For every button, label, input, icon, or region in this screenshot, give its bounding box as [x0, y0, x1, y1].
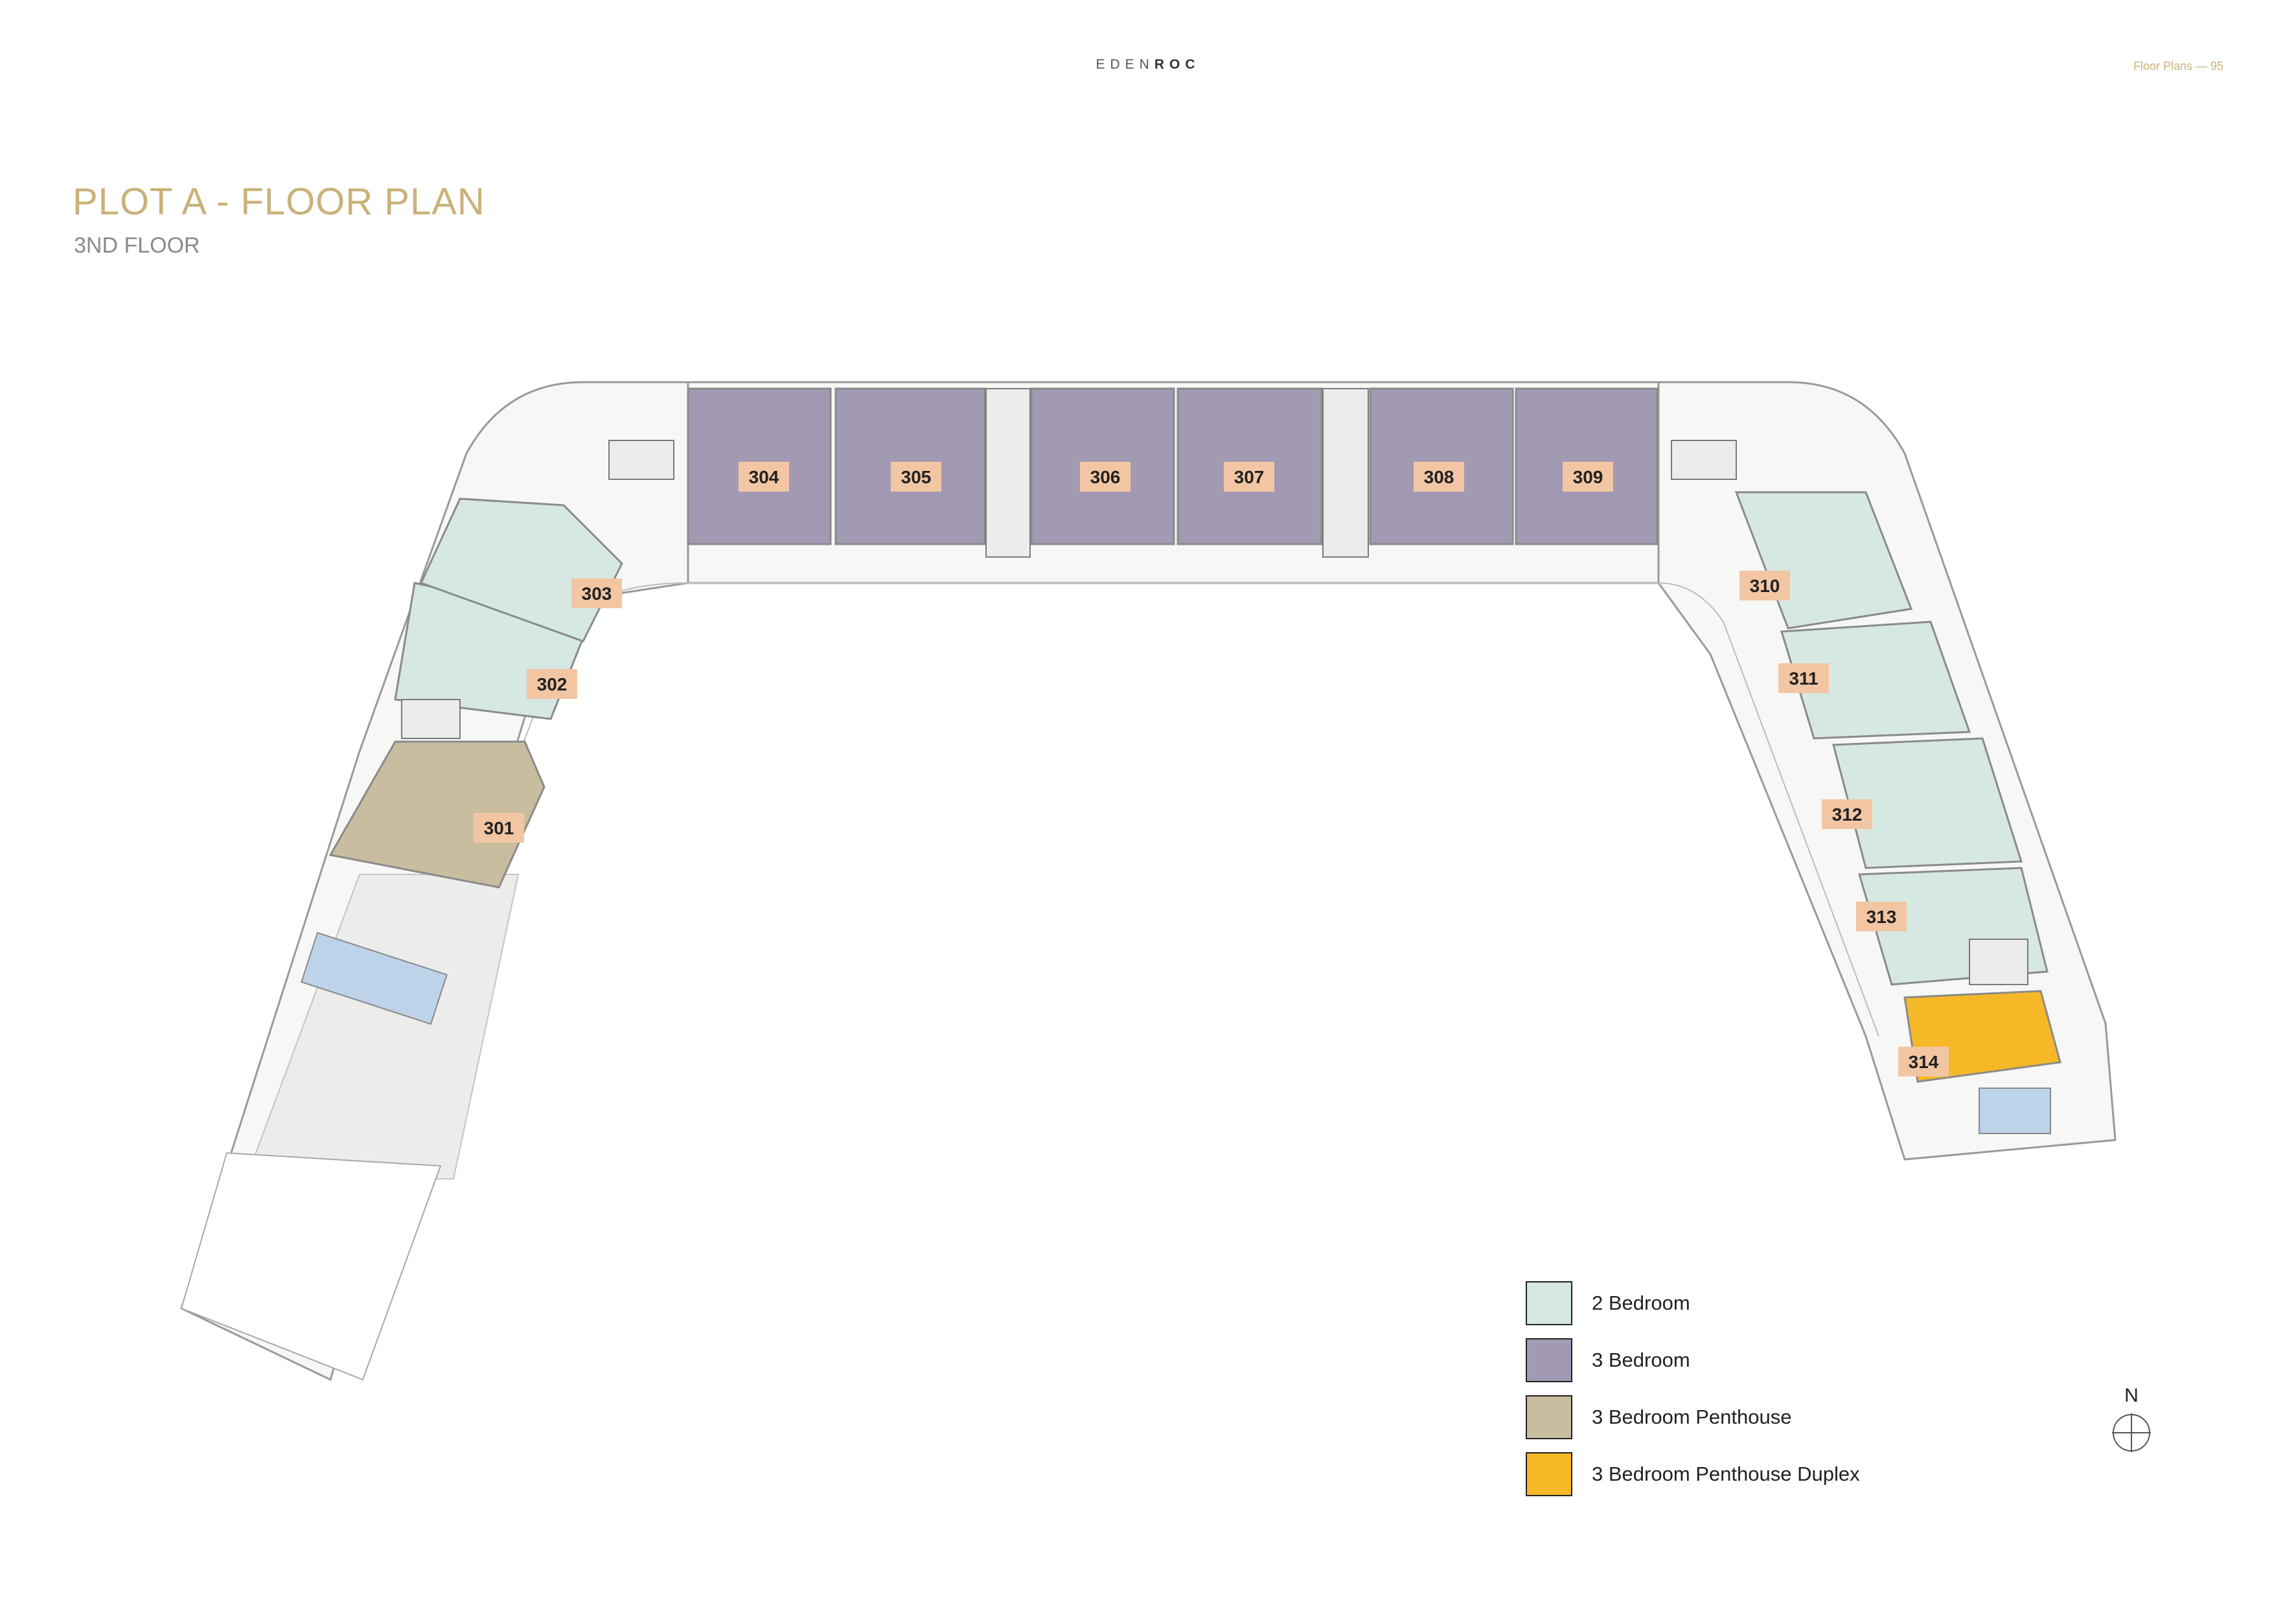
unit-label-309[interactable]: 309: [1563, 462, 1613, 492]
stair-core: [985, 388, 1031, 558]
page-reference: Floor Plans — 95: [2133, 60, 2223, 73]
unit-type-legend: 2 Bedroom 3 Bedroom 3 Bedroom Penthouse …: [1526, 1281, 1860, 1509]
legend-label: 2 Bedroom: [1592, 1292, 1690, 1314]
unit-number: 303: [582, 584, 612, 604]
floor-subtitle: 3ND FLOOR: [74, 233, 200, 258]
legend-swatch: [1526, 1338, 1572, 1382]
legend-item-3-bedroom-penthouse-duplex: 3 Bedroom Penthouse Duplex: [1526, 1452, 1860, 1496]
unit-number: 304: [749, 467, 779, 487]
legend-swatch: [1526, 1281, 1572, 1325]
unit-number: 305: [901, 467, 932, 487]
stair-core: [1322, 388, 1369, 558]
unit-label-312[interactable]: 312: [1822, 799, 1872, 829]
unit-label-302[interactable]: 302: [527, 669, 577, 699]
brand-light: EDEN: [1096, 57, 1154, 72]
unit-number: 313: [1866, 907, 1897, 927]
brand-bold: ROC: [1154, 57, 1200, 72]
unit-number: 308: [1424, 467, 1454, 487]
legend-item-2-bedroom: 2 Bedroom: [1526, 1281, 1860, 1325]
unit-label-308[interactable]: 308: [1414, 462, 1464, 492]
unit-label-307[interactable]: 307: [1224, 462, 1274, 492]
unit-number: 312: [1832, 804, 1863, 825]
unit-label-313[interactable]: 313: [1856, 902, 1907, 931]
stair-core: [1969, 939, 2028, 985]
unit-labels: 301 302 303 304 305 306 307 308 309 310 …: [474, 462, 1949, 1077]
courtyard-edge: [492, 582, 1879, 1037]
north-label: N: [2124, 1385, 2139, 1406]
stair-core: [1671, 440, 1737, 480]
unit-number: 301: [484, 818, 514, 838]
unit-number: 307: [1234, 467, 1265, 487]
unit-number: 302: [537, 674, 568, 694]
legend-swatch: [1526, 1452, 1572, 1496]
unit-label-303[interactable]: 303: [571, 578, 622, 608]
pool-left: [301, 931, 448, 1025]
unit-number: 306: [1090, 467, 1121, 487]
legend-label: 3 Bedroom Penthouse: [1592, 1406, 1792, 1428]
unit-number: 309: [1573, 467, 1603, 487]
legend-label: 3 Bedroom: [1592, 1349, 1690, 1371]
legend-swatch: [1526, 1395, 1572, 1439]
page-title: PLOT A - FLOOR PLAN: [73, 181, 485, 223]
ramp-left: [180, 1152, 442, 1381]
unit-label-306[interactable]: 306: [1080, 462, 1131, 492]
unit-number: 310: [1750, 576, 1780, 596]
legend-item-3-bedroom-penthouse: 3 Bedroom Penthouse: [1526, 1395, 1860, 1439]
legend-item-3-bedroom: 3 Bedroom: [1526, 1338, 1860, 1382]
north-arrow-icon: [2112, 1413, 2151, 1452]
stair-core: [401, 699, 461, 739]
unit-label-301[interactable]: 301: [474, 813, 524, 843]
unit-label-305[interactable]: 305: [891, 462, 941, 492]
brand-logo: EDENROC: [0, 57, 2296, 73]
unit-block-311[interactable]: [1780, 621, 1971, 740]
unit-label-304[interactable]: 304: [739, 462, 789, 492]
pool-right: [1979, 1088, 2051, 1134]
stair-core: [608, 440, 674, 480]
legend-label: 3 Bedroom Penthouse Duplex: [1592, 1463, 1860, 1485]
unit-number: 314: [1909, 1052, 1939, 1072]
unit-number: 311: [1789, 668, 1818, 689]
unit-label-311[interactable]: 311: [1778, 663, 1829, 693]
stair-cores: [401, 388, 2028, 985]
north-compass: N: [2106, 1385, 2157, 1457]
unit-label-310[interactable]: 310: [1739, 571, 1790, 600]
unit-label-314[interactable]: 314: [1898, 1047, 1949, 1077]
